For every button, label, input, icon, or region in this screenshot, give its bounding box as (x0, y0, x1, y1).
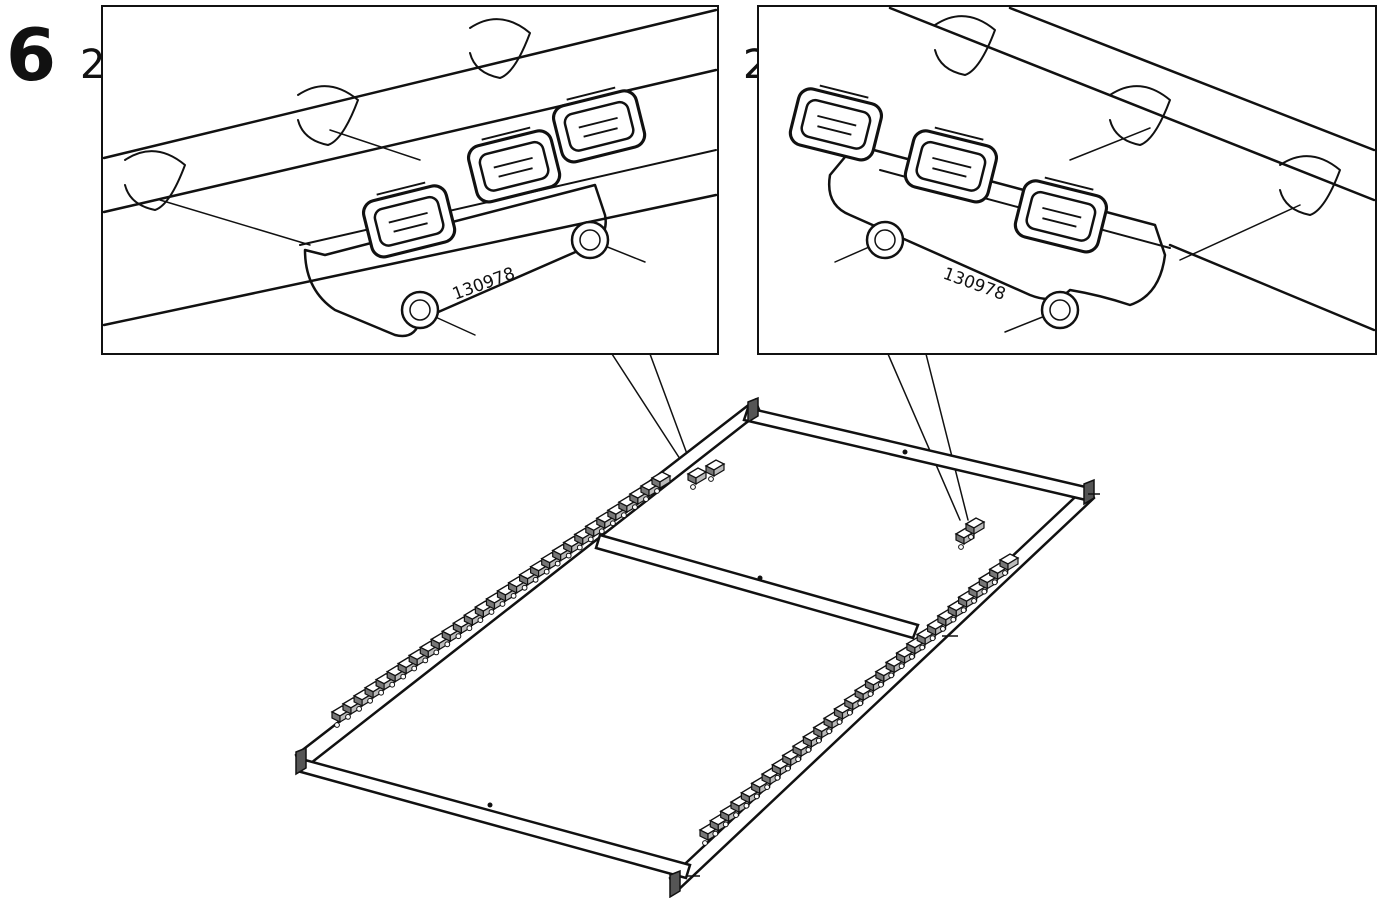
slat-holder-row-right (699, 553, 1019, 847)
callout-panel-left: 130978 (101, 5, 719, 355)
slat-holder-mini (705, 459, 725, 483)
center-rail (594, 533, 920, 640)
slat-holder-mini (965, 517, 985, 541)
slat-holder-mini (687, 467, 707, 491)
new-holders-right (955, 517, 985, 551)
callout-pointer-right (887, 353, 969, 521)
side-rail-right (668, 482, 1096, 895)
callout-pointer-left (611, 353, 691, 463)
end-rail-bottom (299, 758, 692, 880)
step-number: 6 (6, 13, 56, 97)
slat-holder-row-left (331, 471, 671, 729)
callout-panel-right: 130978 (757, 5, 1377, 355)
